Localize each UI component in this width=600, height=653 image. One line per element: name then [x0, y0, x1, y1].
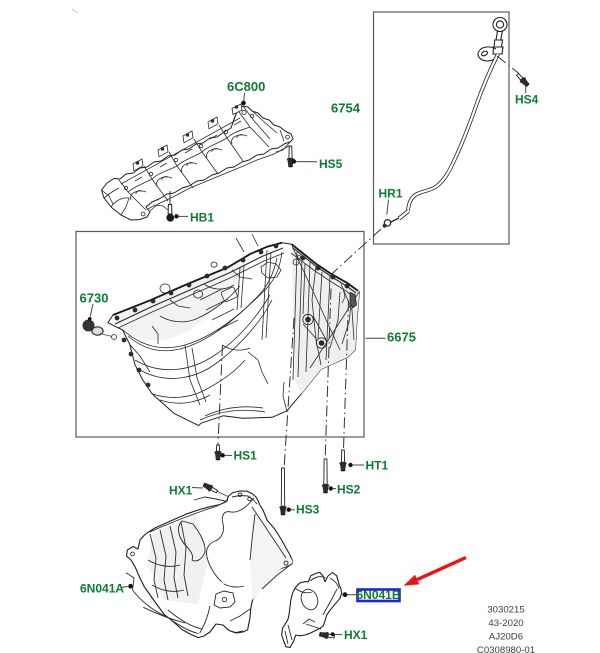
svg-text:6675: 6675: [387, 330, 416, 345]
svg-text:HS2: HS2: [337, 483, 361, 497]
svg-text:HS4: HS4: [515, 93, 539, 107]
svg-text:6730: 6730: [80, 291, 109, 306]
svg-text:43-2020: 43-2020: [488, 618, 523, 629]
svg-text:HX1: HX1: [169, 484, 193, 498]
svg-text:6C800: 6C800: [227, 79, 265, 94]
svg-text:6754: 6754: [331, 101, 361, 116]
svg-text:6N041B: 6N041B: [356, 588, 400, 602]
svg-text:AJ20D6: AJ20D6: [489, 632, 523, 643]
svg-text:HS1: HS1: [234, 449, 258, 463]
svg-text:HT1: HT1: [366, 459, 389, 473]
svg-text:HS5: HS5: [319, 157, 343, 171]
svg-text:HS3: HS3: [296, 503, 320, 517]
svg-text:HR1: HR1: [379, 187, 403, 201]
svg-text:C0308980-01: C0308980-01: [477, 645, 535, 653]
svg-text:3030215: 3030215: [487, 605, 524, 616]
svg-text:HX1: HX1: [344, 628, 368, 642]
svg-text:6N041A: 6N041A: [80, 582, 124, 596]
svg-text:HB1: HB1: [190, 211, 214, 225]
